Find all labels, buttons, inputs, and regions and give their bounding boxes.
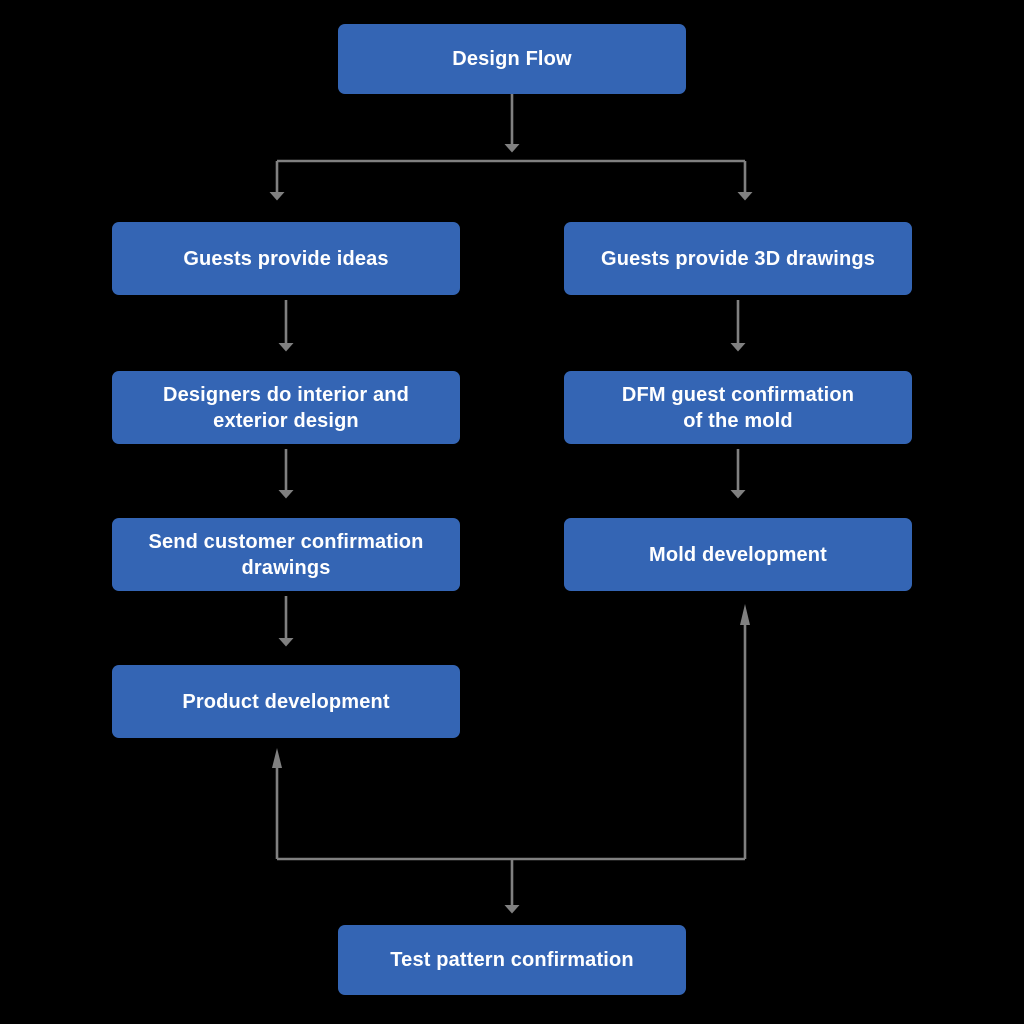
node-test-pattern-confirmation[interactable]: Test pattern confirmation xyxy=(338,925,686,995)
arrowhead-down xyxy=(504,905,520,914)
node-dfm-guest-confirmation-of-the-mold[interactable]: DFM guest confirmation of the mold xyxy=(564,371,912,444)
connector-dfm-to-mold-development xyxy=(730,449,746,499)
node-send-customer-confirmation-drawings[interactable]: Send customer confirmation drawings xyxy=(112,518,460,591)
node-label: Design Flow xyxy=(452,48,572,70)
connector-guests-3d-to-dfm xyxy=(730,300,746,352)
node-label: Guests provide 3D drawings xyxy=(601,247,875,270)
connector-loop-to-mold-development xyxy=(740,604,750,859)
node-guests-provide-ideas[interactable]: Guests provide ideas xyxy=(112,222,460,295)
arrowhead-down xyxy=(278,490,294,499)
arrowhead-down xyxy=(278,638,294,647)
connector-split-to-guests-3d xyxy=(737,161,753,201)
arrowhead-down xyxy=(730,343,746,352)
arrowhead-down xyxy=(269,192,285,201)
node-label: Mold development xyxy=(649,543,827,566)
node-guests-provide-3d-drawings[interactable]: Guests provide 3D drawings xyxy=(564,222,912,295)
arrowhead-down xyxy=(278,343,294,352)
node-designers-do-interior-and-exterior-design[interactable]: Designers do interior and exterior desig… xyxy=(112,371,460,444)
connector-loop-to-product xyxy=(272,748,282,859)
connector-guests-ideas-to-designers xyxy=(278,300,294,352)
arrowhead-up xyxy=(740,604,750,625)
node-design-flow[interactable]: Design Flow xyxy=(338,24,686,94)
arrowhead-down xyxy=(737,192,753,201)
node-mold-development[interactable]: Mold development xyxy=(564,518,912,591)
connector-designers-to-send-drawings xyxy=(278,449,294,499)
arrowhead-up xyxy=(272,748,282,768)
node-label: Designers do interior and exterior desig… xyxy=(162,383,409,432)
node-label: DFM guest confirmation of the mold xyxy=(621,383,855,432)
connector-design-flow-to-split xyxy=(504,94,520,153)
node-label: Product development xyxy=(182,690,390,713)
connector-send-drawings-to-product xyxy=(278,596,294,647)
node-label: Send customer confirmation drawings xyxy=(148,530,424,579)
node-label: Test pattern confirmation xyxy=(390,949,634,971)
node-product-development[interactable]: Product development xyxy=(112,665,460,738)
connector-split-to-guests-ideas xyxy=(269,161,285,201)
node-label: Guests provide ideas xyxy=(183,247,389,270)
arrowhead-down xyxy=(504,144,520,153)
arrowhead-down xyxy=(730,490,746,499)
connector-loop-to-test-pattern xyxy=(504,859,520,914)
